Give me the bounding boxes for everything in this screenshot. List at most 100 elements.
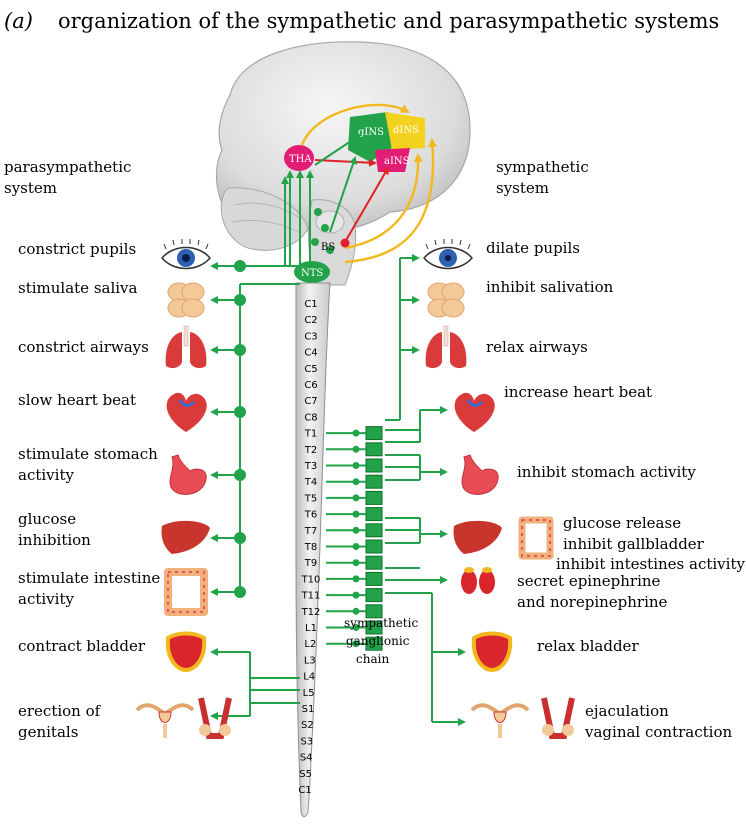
para-label-stomach: stimulate stomach xyxy=(18,445,158,463)
chain-node-dot xyxy=(352,445,360,453)
brainstem-nodes xyxy=(311,208,334,254)
bs-label: BS xyxy=(321,242,335,253)
parasympathetic-wires xyxy=(210,262,300,720)
tha-label: THA xyxy=(289,154,312,165)
liver-icon xyxy=(453,520,502,554)
ganglion-box xyxy=(365,539,383,554)
chain-label-1: sympathetic xyxy=(344,616,418,630)
ains-label: aINS xyxy=(384,156,410,167)
spinal-segment-label: T5 xyxy=(304,493,317,504)
para-label-bladder: contract bladder xyxy=(18,637,146,655)
liver-icon xyxy=(161,520,210,554)
sympathetic-labels: dilate pupils inhibit salivation relax a… xyxy=(486,239,745,741)
symp-label-saliva: inhibit salivation xyxy=(486,278,614,296)
spinal-segment-label: L5 xyxy=(303,688,315,699)
nts-node: NTS xyxy=(294,261,330,283)
symp-label-ejaculation: ejaculation xyxy=(585,702,669,720)
heart-icon xyxy=(166,392,207,432)
para-label-airways: constrict airways xyxy=(18,338,149,356)
spinal-segment-label: T6 xyxy=(304,510,317,521)
chain-node-dot xyxy=(352,429,360,437)
spinal-segment-label: L3 xyxy=(304,655,316,666)
gins-label: gINS xyxy=(358,127,384,138)
intestine-icon xyxy=(518,516,554,560)
chain-node-dot xyxy=(352,510,360,518)
spinal-segment-label: T8 xyxy=(304,542,317,553)
ascending-pathway xyxy=(300,103,438,264)
dins-label: dINS xyxy=(393,125,419,136)
ganglion-box xyxy=(365,490,383,505)
para-label-stomach-2: activity xyxy=(18,466,74,484)
symp-label-intestines: inhibit intestines activity xyxy=(556,555,745,573)
genitals-icon xyxy=(135,697,232,739)
spinal-segment-label: T12 xyxy=(301,607,321,618)
symp-label-vaginal: vaginal contraction xyxy=(584,723,732,741)
para-label-genitals-2: genitals xyxy=(18,723,78,741)
ganglion-box xyxy=(365,426,383,441)
chain-node-dot xyxy=(352,543,360,550)
symp-label-stomach: inhibit stomach activity xyxy=(517,463,696,481)
ganglion-box xyxy=(365,571,383,586)
spinal-segment-label: S3 xyxy=(300,736,313,747)
sympathetic-header: sympathetic xyxy=(496,158,589,176)
genitals-icon xyxy=(470,697,575,739)
symp-label-gallbladder: inhibit gallbladder xyxy=(563,535,705,553)
spinal-segment-labels: C1C2C3C4C5C6C7C8T1T2T3T4T5T6T7T8T9T10T11… xyxy=(298,299,320,796)
spinal-segment-label: T4 xyxy=(304,477,317,488)
spinal-segment-label: C2 xyxy=(304,315,317,326)
kidney-icon xyxy=(461,567,495,594)
spinal-segment-label: L2 xyxy=(304,639,316,650)
spinal-segment-label: T2 xyxy=(304,445,317,456)
spinal-segment-label: S4 xyxy=(300,753,313,764)
ganglion-box xyxy=(365,588,383,603)
ganglion-box xyxy=(365,555,383,570)
thalamus-node: THA xyxy=(284,145,314,171)
spinal-segment-label: C5 xyxy=(304,364,317,375)
spinal-segment-label: S5 xyxy=(299,769,312,780)
spinal-segment-label: T11 xyxy=(301,591,321,602)
para-label-glucose: glucose xyxy=(18,510,76,528)
symp-label-norepinephrine: and norepinephrine xyxy=(517,593,668,611)
para-label-saliva: stimulate saliva xyxy=(18,279,138,297)
spinal-segment-label: C7 xyxy=(304,396,317,407)
para-label-intestine: stimulate intestine xyxy=(18,569,160,587)
symp-label-pupils: dilate pupils xyxy=(486,239,580,257)
spinal-segment-label: C1 xyxy=(304,299,317,310)
symp-label-heart: increase heart beat xyxy=(504,383,652,401)
chain-node-dot xyxy=(352,607,360,615)
stomach-icon xyxy=(169,454,207,495)
chain-node-dot xyxy=(352,559,360,567)
insula-regions: gINS dINS aINS xyxy=(348,112,425,172)
symp-label-bladder: relax bladder xyxy=(537,637,639,655)
chain-node-dot xyxy=(352,624,360,631)
symp-label-epinephrine: secret epinephrine xyxy=(517,572,661,590)
ganglion-box xyxy=(365,507,383,522)
spinal-segment-label: C4 xyxy=(304,348,317,359)
chain-node-dot xyxy=(352,640,360,648)
bladder-icon xyxy=(165,631,207,673)
ganglion-box xyxy=(365,523,383,538)
parasympathetic-ganglion-dots xyxy=(234,260,246,598)
spinal-segment-label: C3 xyxy=(304,331,317,342)
nts-label: NTS xyxy=(301,268,323,279)
spinal-segment-label: L4 xyxy=(303,672,315,683)
symp-label-airways: relax airways xyxy=(486,338,588,356)
ganglion-box xyxy=(365,442,383,457)
parasympathetic-header: parasympathetic xyxy=(4,158,131,176)
spinal-segment-label: S1 xyxy=(302,704,315,715)
green-brain-pathways xyxy=(281,133,362,265)
salivary-gland-icon xyxy=(427,282,465,318)
spinal-segment-label: T9 xyxy=(304,558,317,569)
ganglion-box xyxy=(365,474,383,489)
chain-node-dot xyxy=(352,494,360,502)
spinal-segment-label: T3 xyxy=(304,461,317,472)
heart-icon xyxy=(454,392,495,432)
lungs-icon xyxy=(425,325,467,369)
para-label-pupils: constrict pupils xyxy=(18,240,136,258)
chain-node-dot xyxy=(352,591,360,599)
spinal-segment-label: T1 xyxy=(304,429,317,440)
spinal-segment-label: T7 xyxy=(304,526,317,537)
chain-label-2: ganglionic xyxy=(346,634,410,648)
